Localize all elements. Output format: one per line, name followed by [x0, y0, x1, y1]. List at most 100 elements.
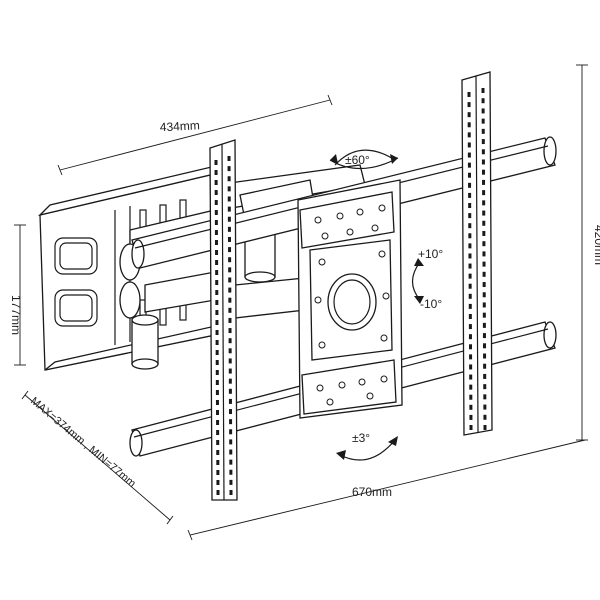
bar-hole [468, 263, 472, 269]
bar-hole [469, 374, 473, 380]
bar-hole [481, 169, 485, 175]
bar-hole [468, 243, 472, 249]
plate-hole [366, 392, 374, 400]
bar-hole [215, 250, 219, 255]
bar-hole [481, 159, 485, 165]
bar-hole [468, 283, 472, 289]
bar-hole [482, 179, 486, 185]
bar-hole [228, 287, 232, 293]
bar-hole [228, 317, 232, 323]
dimension-extension: MAX=374mm , MIN=77mm [28, 395, 138, 490]
bar-hole [469, 354, 473, 360]
bar-hole [216, 470, 220, 475]
bar-hole [483, 363, 487, 369]
bar-hole [468, 223, 472, 229]
bar-hole [467, 112, 471, 118]
plate-hole [358, 378, 366, 386]
bar-hole [227, 156, 231, 161]
bar-hole [228, 267, 232, 273]
bar-hole [228, 398, 232, 404]
bar-hole [228, 338, 232, 344]
bar-hole [229, 469, 233, 475]
bar-hole [469, 425, 473, 430]
bar-hole [482, 302, 486, 308]
dimension-bottom-width: 670mm [352, 485, 392, 499]
bar-hole [227, 166, 231, 172]
bar-hole [215, 400, 219, 405]
bar-hole [214, 200, 218, 205]
bar-hole [482, 230, 486, 236]
bar-hole [482, 322, 486, 328]
bar-hole [482, 210, 486, 216]
bar-hole [215, 330, 219, 335]
dimension-right-height: 420mm [592, 225, 600, 265]
bar-hole [481, 118, 485, 124]
bar-hole [215, 390, 219, 395]
bar-hole [214, 220, 218, 225]
bar-hole [214, 230, 218, 235]
bar-hole [483, 404, 487, 410]
plate-hole [346, 228, 354, 236]
bar-hole [215, 280, 219, 285]
bar-hole [483, 394, 487, 400]
plate-hole [371, 224, 379, 232]
bar-hole [467, 172, 471, 178]
bar-hole [229, 459, 233, 465]
bar-hole [216, 480, 220, 485]
bar-hole [214, 210, 218, 215]
bar-hole [215, 300, 219, 305]
bar-hole [482, 333, 486, 339]
bar-hole [215, 360, 219, 365]
bar-hole [481, 149, 485, 155]
bar-hole [214, 160, 218, 165]
bar-hole [483, 353, 487, 359]
bar-hole [482, 190, 486, 196]
bar-hole [467, 152, 471, 158]
bar-hole [228, 388, 232, 394]
bar-hole [468, 324, 472, 330]
bar-hole [214, 180, 218, 185]
bar-hole [216, 410, 220, 415]
plate-hole [316, 384, 324, 392]
swivel-arrow-icon [329, 149, 399, 170]
bar-hole [483, 414, 487, 420]
bar-hole [228, 257, 232, 263]
bar-hole [467, 132, 471, 138]
bar-hole [215, 320, 219, 325]
bar-hole [228, 328, 232, 334]
rotation-arrow-icon [336, 436, 398, 461]
bar-hole [215, 260, 219, 265]
bar-hole [469, 384, 473, 390]
bar-hole [229, 479, 233, 485]
bar-hole [482, 282, 486, 288]
bar-hole [483, 343, 487, 349]
tilt-down-label: -10° [420, 297, 442, 311]
bar-hole [215, 270, 219, 275]
rotation-label: ±3° [352, 431, 370, 445]
bar-hole [483, 425, 487, 430]
vertical-bar-holes [214, 88, 487, 495]
bar-hole [215, 370, 219, 375]
plate-hole [314, 296, 322, 304]
bar-hole [468, 303, 472, 309]
bar-hole [482, 251, 486, 257]
bar-hole [482, 200, 486, 206]
plate-hole [378, 204, 386, 212]
bar-hole [467, 122, 471, 128]
bar-hole [227, 206, 231, 212]
dimension-top-width: 434mm [159, 118, 200, 134]
bar-hole [229, 429, 233, 435]
vesa-plate-holes [314, 204, 390, 406]
bar-hole [482, 271, 486, 277]
bar-hole [228, 348, 232, 354]
bar-hole [468, 203, 472, 208]
bar-hole [227, 236, 231, 242]
bar-hole [214, 190, 218, 195]
bar-hole [216, 440, 220, 445]
bar-hole [469, 404, 473, 410]
bar-hole [468, 233, 472, 239]
bar-hole [468, 334, 472, 340]
bar-hole [468, 293, 472, 299]
